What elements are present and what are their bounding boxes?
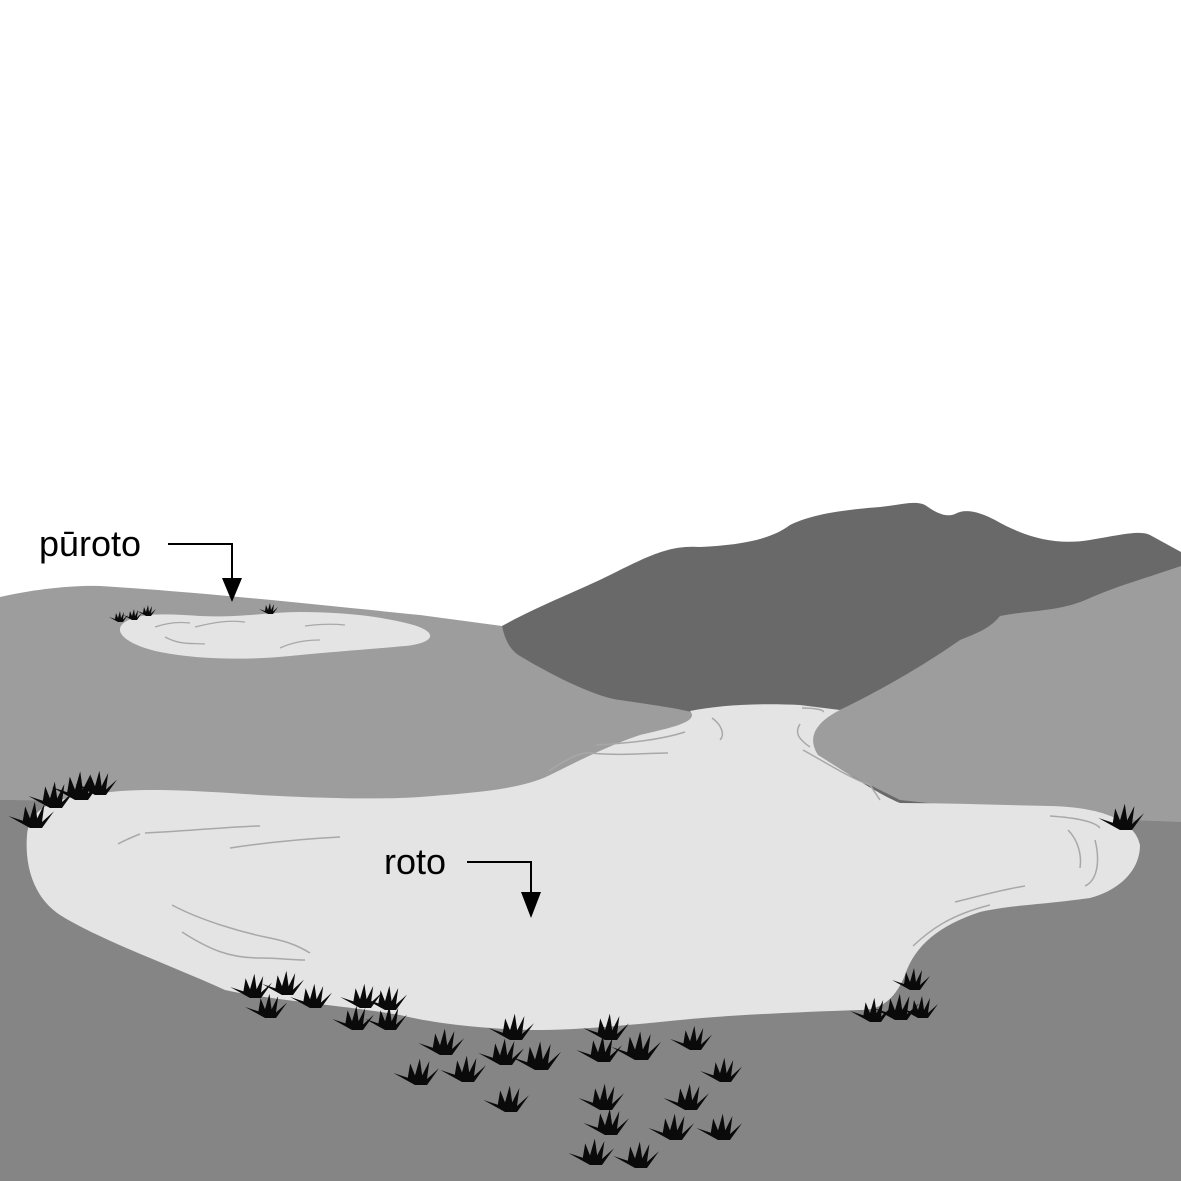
- large-lake-ripples: [117, 707, 1101, 961]
- right-hill: [810, 566, 1181, 830]
- puroto-arrow-icon: [168, 543, 242, 602]
- roto-arrow-icon: [467, 861, 541, 918]
- large-lake-roto: [26, 704, 1141, 1030]
- label-roto: roto: [384, 841, 447, 882]
- small-lake-ripples: [154, 620, 346, 649]
- label-puroto: pūroto: [39, 523, 142, 564]
- small-lake-puroto: [119, 612, 431, 659]
